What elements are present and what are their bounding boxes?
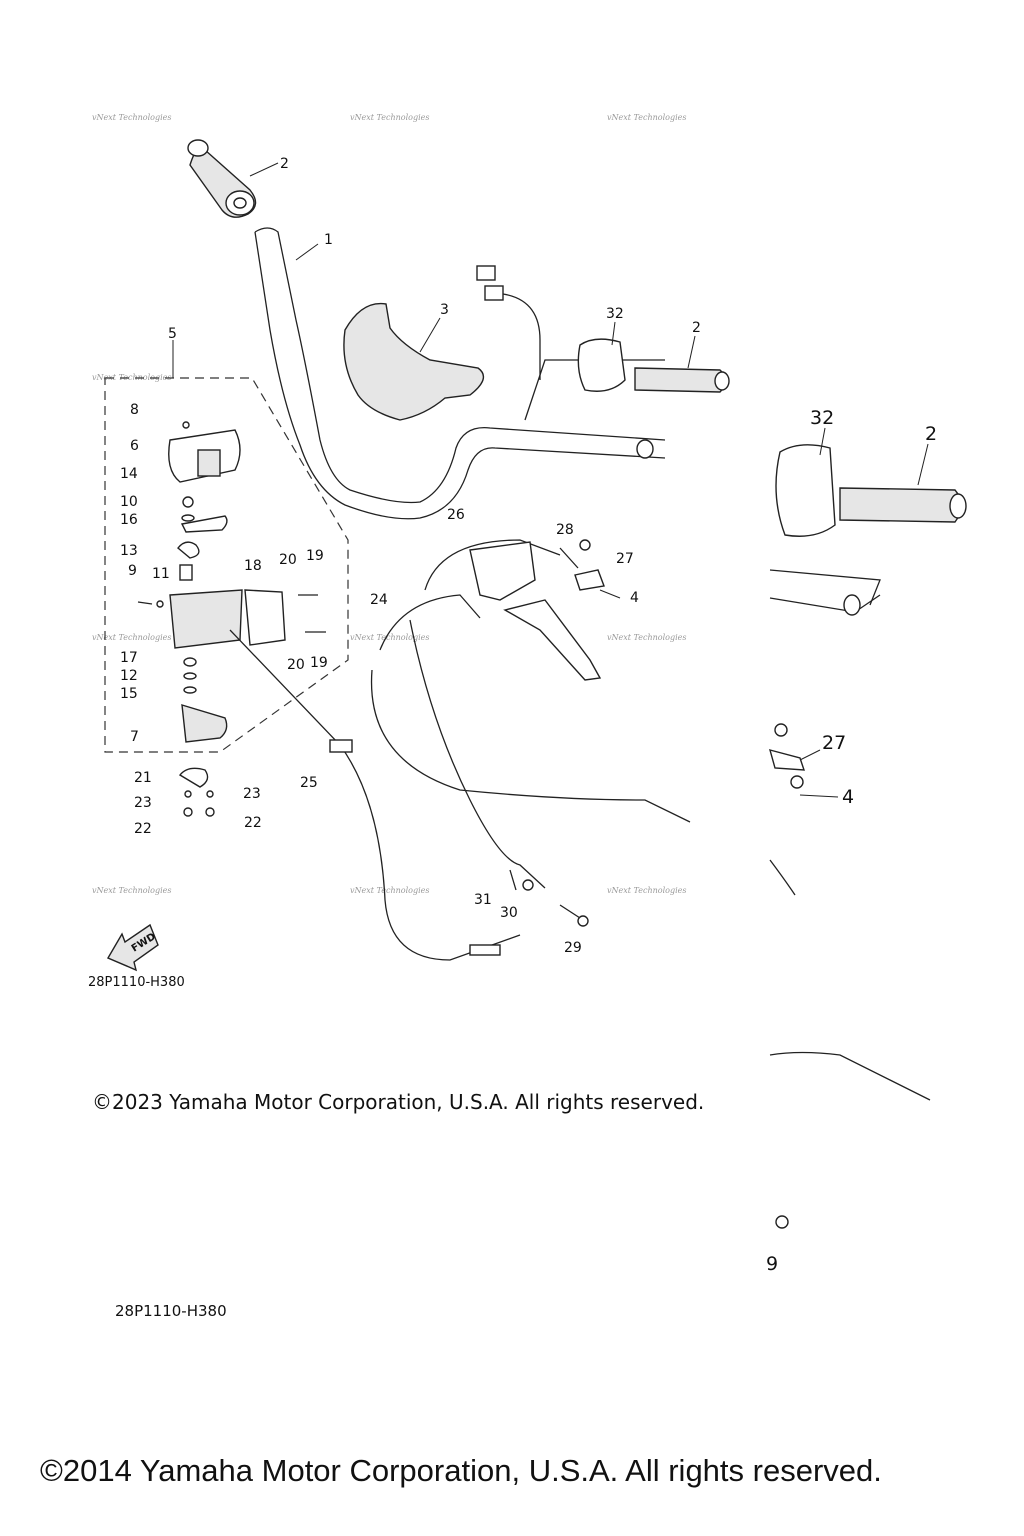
callout-12: 12 <box>120 668 138 684</box>
watermark: vNext Technologies <box>92 633 171 642</box>
watermark: vNext Technologies <box>92 886 171 895</box>
callout-23: 23 <box>243 786 261 802</box>
callout-22: 22 <box>134 821 152 837</box>
grip-left <box>187 139 279 218</box>
callout-16: 16 <box>120 512 138 528</box>
callout-19: 19 <box>306 548 324 564</box>
callout-2: 2 <box>692 320 701 336</box>
callout-22: 22 <box>244 815 262 831</box>
callout-32: 32 <box>606 306 624 322</box>
callout-17: 17 <box>120 650 138 666</box>
fwd-arrow: FWD <box>106 923 159 972</box>
brake-lever <box>469 539 621 681</box>
throttle-housing-parts <box>137 421 326 817</box>
callout-10: 10 <box>120 494 138 510</box>
handlebar <box>254 227 666 520</box>
copyright-notice-enlarged: ©2014 Yamaha Motor Corporation, U.S.A. A… <box>40 1453 882 1488</box>
watermarks: vNext Technologies vNext Technologies vN… <box>92 113 686 895</box>
watermark: vNext Technologies <box>607 886 686 895</box>
callout-4: 4 <box>630 590 639 606</box>
callout-25: 25 <box>300 775 318 791</box>
callout-2: 2 <box>280 156 289 172</box>
callout-23: 23 <box>134 795 152 811</box>
callout-3: 3 <box>440 302 449 318</box>
callout-14: 14 <box>120 466 138 482</box>
cables <box>229 539 691 961</box>
callout-18: 18 <box>244 558 262 574</box>
watermark: vNext Technologies <box>350 633 429 642</box>
callout-5: 5 <box>168 326 177 342</box>
assembly-boundary <box>104 377 349 753</box>
callout-9: 9 <box>128 563 137 579</box>
callout-28: 28 <box>556 522 574 538</box>
zoom-callouts: 32 2 27 4 9 <box>766 407 937 1275</box>
callout-15: 15 <box>120 686 138 702</box>
zoom-callout-32: 32 <box>810 407 834 429</box>
watermark: vNext Technologies <box>92 113 171 122</box>
watermark: vNext Technologies <box>92 373 171 382</box>
zoom-callout-4: 4 <box>842 786 854 808</box>
callout-29: 29 <box>564 940 582 956</box>
bolts-lower <box>509 869 589 927</box>
callout-26: 26 <box>447 507 465 523</box>
callout-20: 20 <box>279 552 297 568</box>
zoomed-detail <box>768 427 967 1229</box>
callouts: 1 2 2 3 4 5 6 7 8 9 10 11 12 13 14 15 16… <box>120 156 701 956</box>
watermark: vNext Technologies <box>350 113 429 122</box>
switch-cover <box>343 302 485 421</box>
watermark: vNext Technologies <box>607 633 686 642</box>
zoom-callout-27: 27 <box>822 732 846 754</box>
callout-13: 13 <box>120 543 138 559</box>
callout-21: 21 <box>134 770 152 786</box>
callout-30: 30 <box>500 905 518 921</box>
callout-20: 20 <box>287 657 305 673</box>
callout-7: 7 <box>130 729 139 745</box>
drawing-code: 28P1110-H380 <box>88 975 185 990</box>
copyright-notice: ©2023 Yamaha Motor Corporation, U.S.A. A… <box>92 1090 705 1114</box>
callout-27: 27 <box>616 551 634 567</box>
zoom-callout-2: 2 <box>925 423 937 445</box>
right-grip-assembly <box>476 265 730 421</box>
callout-19: 19 <box>310 655 328 671</box>
callout-8: 8 <box>130 402 139 418</box>
watermark: vNext Technologies <box>350 886 429 895</box>
watermark: vNext Technologies <box>607 113 686 122</box>
zoom-callout-9: 9 <box>766 1253 778 1275</box>
callout-31: 31 <box>474 892 492 908</box>
drawing-code-enlarged: 28P1110-H380 <box>115 1302 227 1320</box>
callout-6: 6 <box>130 438 139 454</box>
callout-11: 11 <box>152 566 170 582</box>
callout-1: 1 <box>324 232 333 248</box>
callout-24: 24 <box>370 592 388 608</box>
